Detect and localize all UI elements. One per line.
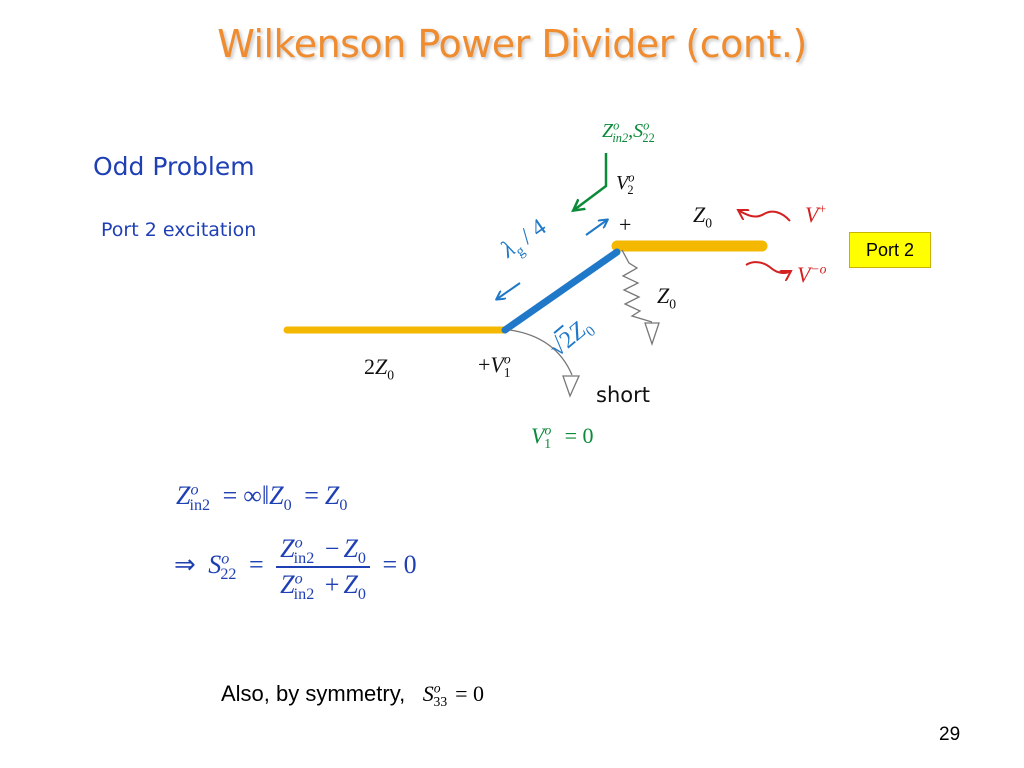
z0-resistor-label: Z0	[657, 283, 677, 312]
red-arrow-incident	[738, 210, 791, 222]
ground-symbol-short	[562, 375, 581, 398]
v-plus-label: V+	[805, 201, 827, 227]
short-label: short	[596, 383, 650, 407]
slide-title: Wilkenson Power Divider (cont.)	[217, 22, 807, 66]
fraction-numerator: Zoin2 −Z0	[276, 534, 370, 568]
lambda-arrow-left	[497, 282, 521, 299]
symmetry-statement: Also, by symmetry, So33= 0	[221, 680, 485, 710]
v1-label: +Vo1	[478, 351, 511, 381]
s22-equation: ⇒ So22 = Zoin2 −Z0 Zoin2 +Z0 = 0	[174, 534, 417, 604]
fraction-denominator: Zoin2 +Z0	[280, 570, 366, 604]
resistor-z0	[621, 249, 653, 323]
lambda-arrow-right	[585, 220, 607, 236]
odd-problem-heading: Odd Problem	[93, 152, 255, 181]
port2-excitation-label: Port 2 excitation	[101, 219, 257, 241]
s22-fraction: Zoin2 −Z0 Zoin2 +Z0	[276, 534, 370, 604]
v2-label: Vo2	[616, 170, 635, 197]
green-arrow	[574, 153, 608, 210]
red-arrow-reflected	[745, 261, 791, 273]
quarter-wave-line	[501, 248, 621, 334]
plus-sign: +	[619, 212, 632, 237]
ground-symbol-right	[644, 322, 660, 347]
port2-box: Port 2	[849, 232, 931, 268]
page-number: 29	[939, 724, 961, 745]
2z0-label: 2Z0	[364, 354, 395, 383]
zin2-equation: Zoin2 =∞‖Z0 =Z0	[176, 481, 348, 515]
z0-output-label: Z0	[693, 202, 713, 231]
zin2-s22-label: Zoin2,So22	[602, 118, 655, 145]
short-path	[509, 329, 573, 376]
v1-zero-eq: Vo1 = 0	[531, 422, 594, 452]
v-minus-label: V−o	[797, 261, 827, 287]
